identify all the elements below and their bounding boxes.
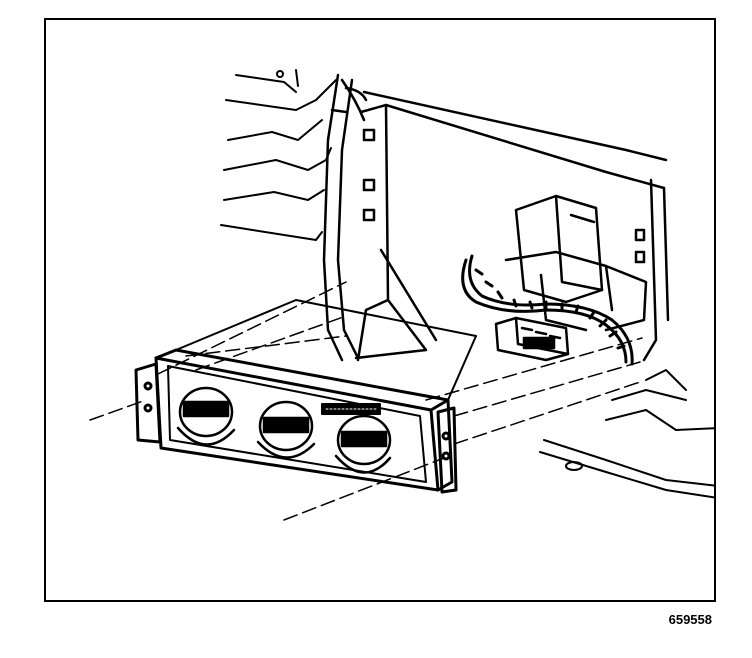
upper-left-dash-structure bbox=[220, 69, 337, 241]
dash-pillar bbox=[322, 73, 366, 362]
control-knob-right bbox=[334, 414, 392, 474]
hvac-control-head bbox=[134, 299, 477, 494]
button-strip bbox=[321, 403, 381, 415]
hvac-control-removal-illustration bbox=[89, 69, 714, 521]
illustration-frame bbox=[44, 18, 716, 602]
rear-housing bbox=[504, 194, 648, 332]
alignment-guide-lines bbox=[89, 281, 643, 521]
figure-number: 659558 bbox=[668, 612, 712, 627]
control-knob-left bbox=[176, 386, 236, 446]
electrical-connector bbox=[494, 316, 570, 362]
wire-harness bbox=[461, 254, 634, 366]
mounting-bracket bbox=[344, 86, 670, 362]
right-dash-edge bbox=[539, 369, 714, 499]
control-knob-center bbox=[256, 400, 316, 459]
